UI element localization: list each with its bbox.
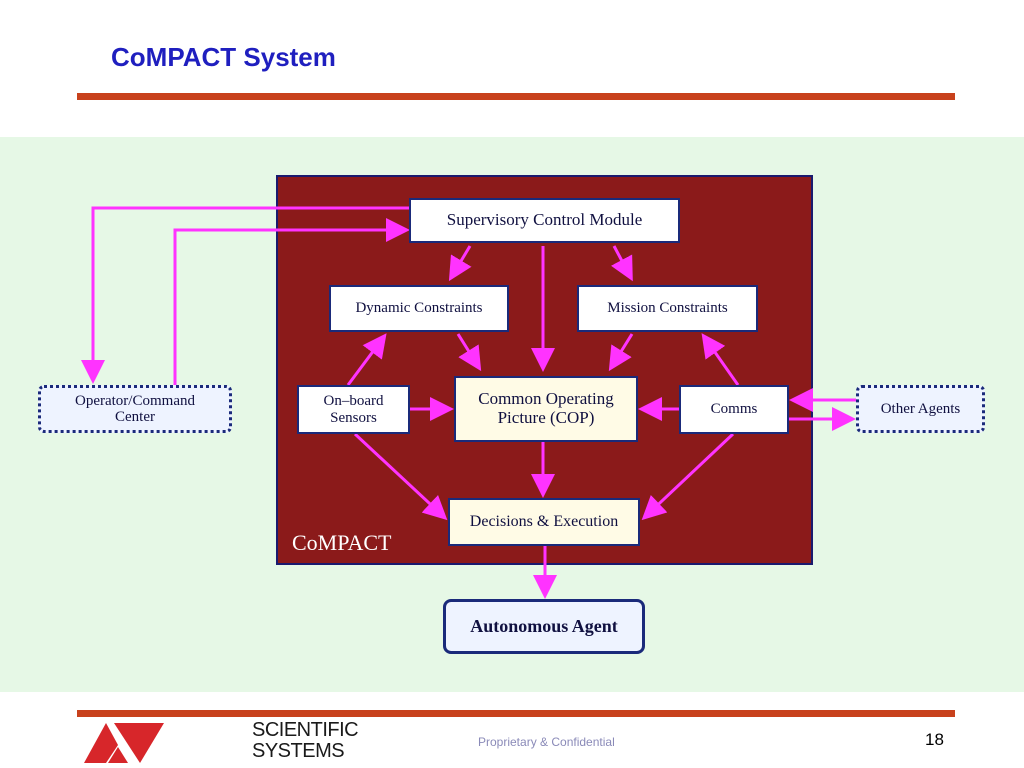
compact-frame-label: CoMPACT <box>292 530 392 555</box>
scientific-systems-logo: SCIENTIFIC SYSTEMS <box>84 719 359 763</box>
node-onboard-sensors: On–board Sensors <box>297 385 410 434</box>
node-dynamic-label: Dynamic Constraints <box>355 300 483 317</box>
slide-title: CoMPACT System <box>111 42 336 72</box>
node-cop-label-2: Picture (COP) <box>497 408 595 427</box>
node-dynamic-constraints: Dynamic Constraints <box>329 285 509 332</box>
node-sensors-label-2: Sensors <box>330 409 377 426</box>
node-mission-constraints: Mission Constraints <box>577 285 758 332</box>
node-cop-label-1: Common Operating <box>478 389 614 409</box>
title-rule <box>77 93 955 100</box>
node-other-agents-label: Other Agents <box>880 400 961 417</box>
footer-confidential: Proprietary & Confidential <box>478 735 615 749</box>
node-decisions-label: Decisions & Execution <box>469 513 619 531</box>
node-sensors-label-1: On–board <box>323 393 384 409</box>
node-comms-label: Comms <box>710 401 758 418</box>
node-autonomous-agent: Autonomous Agent <box>443 599 645 654</box>
node-supervisory-label: Supervisory Control Module <box>446 210 643 230</box>
node-comms: Comms <box>679 385 789 434</box>
node-agent-label: Autonomous Agent <box>470 615 618 636</box>
logo-text-line2: SYSTEMS <box>252 740 345 762</box>
node-common-operating-picture: Common Operating Picture (COP) <box>454 376 638 442</box>
footer-rule <box>77 710 955 717</box>
logo-mark-icon <box>84 723 164 763</box>
node-operator-label-2: Center <box>115 409 155 425</box>
node-other-agents: Other Agents <box>856 385 985 433</box>
node-mission-label: Mission Constraints <box>607 300 728 317</box>
node-decisions-execution: Decisions & Execution <box>448 498 640 546</box>
node-operator-command-center: Operator/Command Center <box>38 385 232 433</box>
logo-text-line1: SCIENTIFIC <box>252 719 359 741</box>
node-supervisory-control: Supervisory Control Module <box>409 198 680 243</box>
page-number: 18 <box>925 730 944 749</box>
node-operator-label-1: Operator/Command <box>75 392 195 409</box>
